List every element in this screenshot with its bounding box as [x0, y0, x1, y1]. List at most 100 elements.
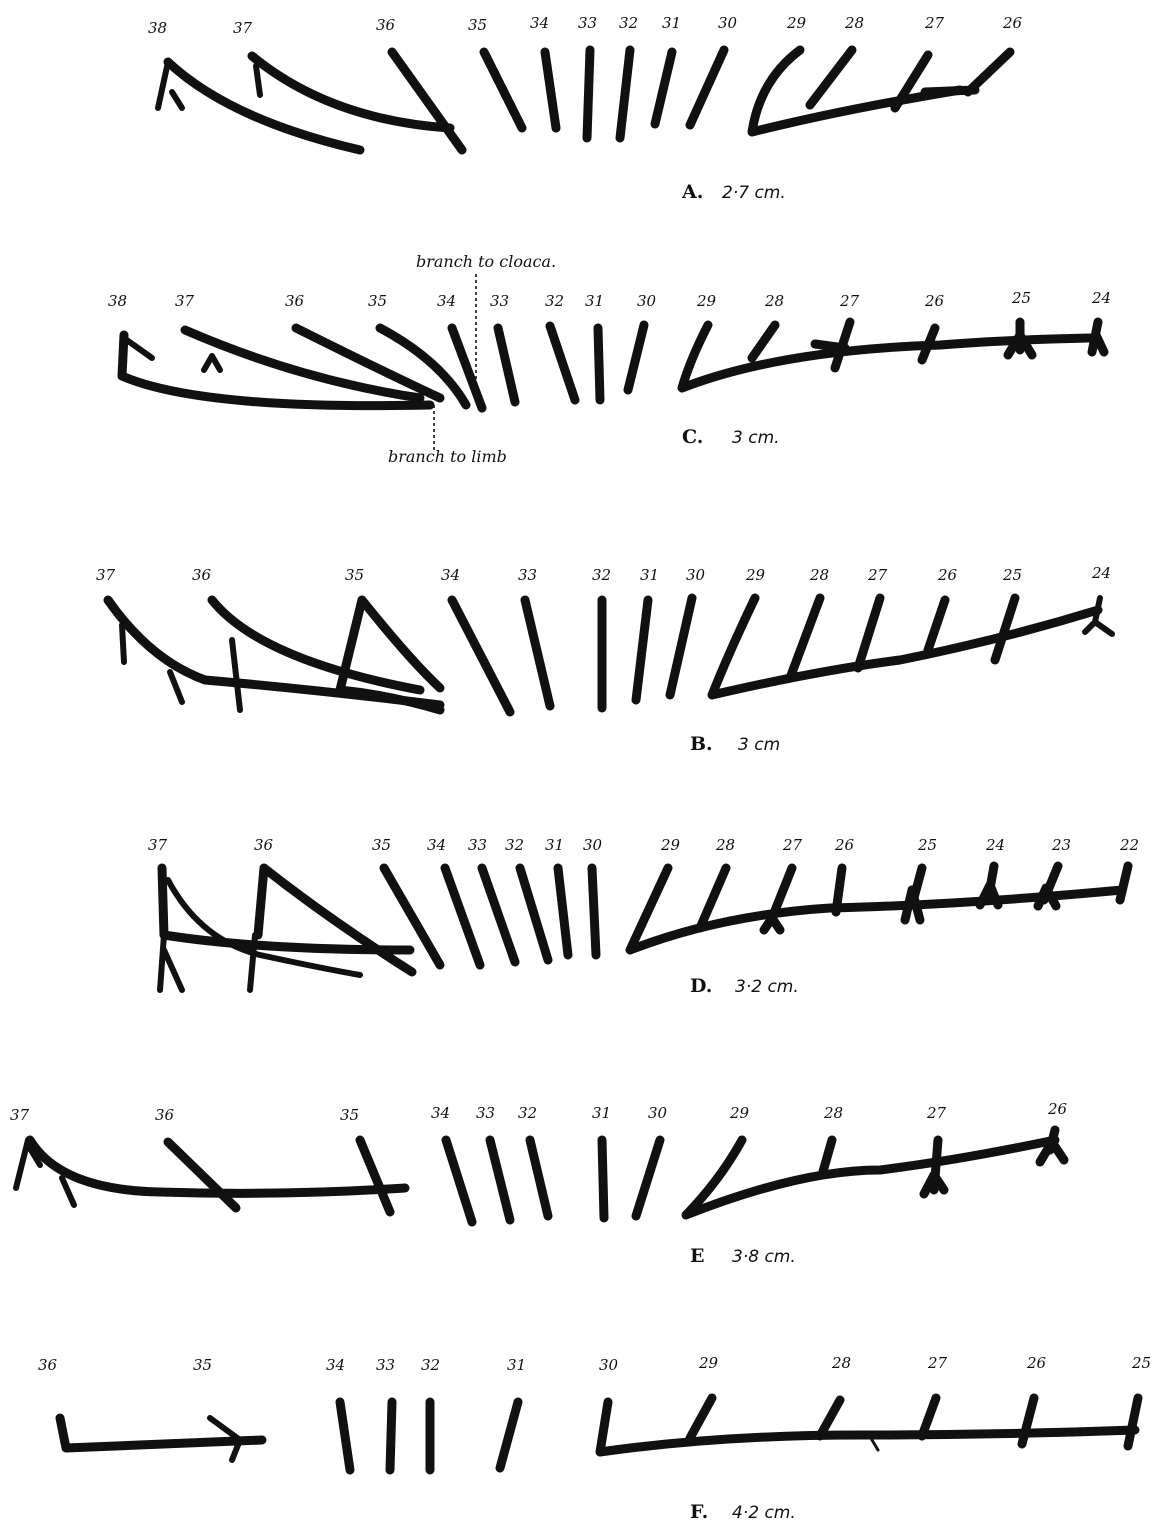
label-c-28: 28	[764, 292, 784, 310]
nerve-f-plexus	[600, 1402, 1135, 1452]
annotation-branch-to-cloaca: branch to cloaca.	[416, 252, 556, 271]
nerve-c-26	[922, 328, 935, 360]
nerve-f-31	[500, 1402, 518, 1468]
nerve-b-26	[928, 600, 945, 650]
nerve-d-30	[592, 868, 596, 955]
nerve-b-28	[790, 598, 820, 678]
nerve-f-29	[690, 1398, 712, 1438]
label-d-24: 24	[985, 836, 1005, 854]
caption-f-size: 4·2 cm.	[732, 1503, 796, 1522]
label-b-24: 24	[1091, 564, 1111, 582]
label-b-33: 33	[518, 566, 537, 584]
label-b-26: 26	[937, 566, 958, 584]
label-b-37: 37	[96, 566, 116, 584]
annotation-branch-to-limb: branch to limb	[388, 447, 507, 466]
nerve-b-35	[340, 600, 440, 710]
nerve-c-24	[1092, 322, 1104, 352]
label-b-34: 34	[441, 566, 460, 584]
nerve-b-37	[108, 600, 440, 705]
label-a-35: 35	[468, 16, 487, 34]
label-d-23: 23	[1051, 836, 1071, 854]
label-c-32: 32	[545, 292, 564, 310]
label-e-28: 28	[823, 1104, 843, 1122]
label-d-28: 28	[715, 836, 735, 854]
label-c-24: 24	[1091, 289, 1111, 307]
nerve-c-38-branch	[124, 338, 152, 358]
label-b-28: 28	[809, 566, 829, 584]
nerve-b-33	[525, 600, 550, 706]
nerve-e-34	[446, 1140, 472, 1222]
label-f-26: 26	[1026, 1354, 1047, 1372]
label-e-27: 27	[926, 1104, 947, 1122]
label-a-32: 32	[619, 14, 638, 32]
panel-d: 37 36 35 34 33 32 31 30 29 28 27 26 25 2…	[148, 836, 1139, 997]
label-e-36: 36	[155, 1106, 175, 1124]
nerve-e-31	[602, 1140, 604, 1218]
label-f-29: 29	[698, 1354, 719, 1372]
label-a-28: 28	[844, 14, 864, 32]
nerve-d-26	[836, 868, 842, 912]
nerve-e-35	[360, 1140, 390, 1212]
nerve-a-31	[655, 52, 672, 124]
label-f-36: 36	[38, 1356, 58, 1374]
panel-a: 38 37 36 35 34 33 32 31 30 29 28 27 26 A…	[148, 14, 1023, 203]
nerve-c-31	[598, 328, 600, 400]
nerve-d-27	[764, 868, 792, 930]
caption-e-letter: E	[690, 1245, 704, 1267]
nerve-a-32	[620, 50, 630, 138]
nerve-c-30	[628, 325, 644, 390]
panel-b: 37 36 35 34 33 32 31 30 29 28 27 26 25 2…	[96, 564, 1112, 755]
label-a-31: 31	[662, 14, 681, 32]
caption-b-letter: B.	[690, 733, 713, 755]
panel-e: 37 36 35 34 33 32 31 30 29 28 27 26 E 3·…	[10, 1100, 1068, 1267]
nerve-d-34	[445, 868, 480, 965]
label-a-36: 36	[376, 16, 396, 34]
nerve-b-31	[636, 600, 648, 700]
label-f-33: 33	[376, 1356, 395, 1374]
label-d-34: 34	[427, 836, 446, 854]
label-a-33: 33	[578, 14, 597, 32]
label-d-35: 35	[372, 836, 391, 854]
label-e-26: 26	[1047, 1100, 1068, 1118]
nerve-a-28	[810, 50, 852, 105]
label-d-27: 27	[782, 836, 803, 854]
label-b-31: 31	[640, 566, 659, 584]
caption-c-size: 3 cm.	[732, 428, 780, 448]
nerve-a-26	[925, 52, 1010, 92]
nerve-e-32	[530, 1140, 548, 1216]
label-f-30: 30	[599, 1356, 619, 1374]
nerve-e-33	[490, 1140, 510, 1220]
label-d-31: 31	[545, 836, 564, 854]
nerve-f-28	[820, 1400, 840, 1436]
label-b-32: 32	[592, 566, 611, 584]
label-b-25: 25	[1002, 566, 1022, 584]
label-a-38: 38	[148, 19, 167, 37]
label-e-37: 37	[10, 1106, 30, 1124]
label-c-31: 31	[585, 292, 604, 310]
nerve-a-30	[690, 50, 724, 125]
nerve-c-27	[815, 322, 850, 368]
label-c-25: 25	[1011, 289, 1031, 307]
label-d-37: 37	[148, 836, 168, 854]
caption-a-size: 2·7 cm.	[722, 183, 786, 203]
nerve-c-33	[498, 328, 515, 402]
nerve-a-33	[587, 50, 590, 138]
label-c-34: 34	[437, 292, 456, 310]
nerve-f-twig	[872, 1440, 878, 1450]
label-e-32: 32	[518, 1104, 537, 1122]
nerve-d-33	[482, 868, 515, 962]
label-f-27: 27	[927, 1354, 948, 1372]
nerve-a-37-branch	[256, 66, 260, 95]
label-b-27: 27	[867, 566, 888, 584]
nerve-d-31	[558, 868, 568, 955]
nerve-d-25	[905, 868, 922, 920]
nerve-b-34	[452, 600, 510, 712]
panel-c: branch to cloaca. 38 37 36 35 34 33 32 3…	[108, 252, 1111, 466]
label-d-29: 29	[660, 836, 681, 854]
nerve-b-30	[670, 598, 692, 695]
panel-f: 36 35 34 33 32 31 30 29 28 27 26 25 F. 4…	[38, 1354, 1151, 1522]
nerve-c-28	[752, 325, 775, 358]
label-c-37: 37	[175, 292, 195, 310]
label-b-35: 35	[345, 566, 364, 584]
label-c-35: 35	[368, 292, 387, 310]
